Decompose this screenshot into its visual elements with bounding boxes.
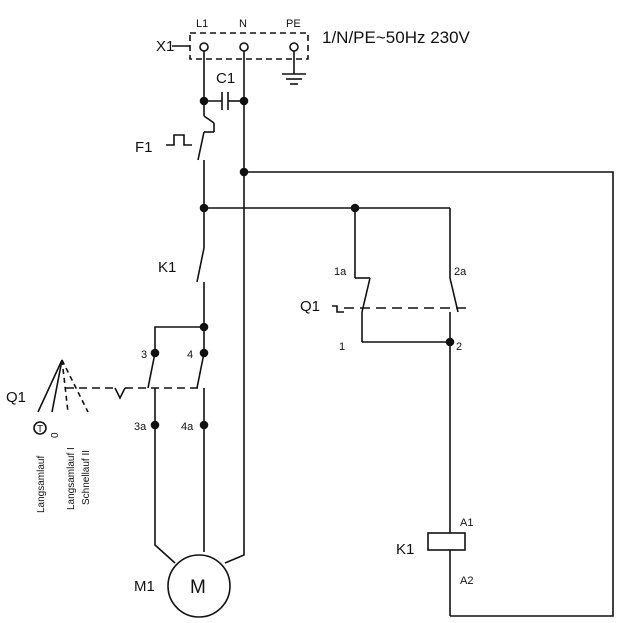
terminal-pe-label: PE [286, 18, 301, 30]
motor-leads [154, 425, 205, 564]
selector-position-t: T Langsamlauf [33, 421, 47, 513]
contact-3a-label: 3a [134, 421, 147, 433]
contactor-k1-coil [427, 342, 466, 616]
selector-q1-actuator [37, 359, 200, 413]
coil-a2-label: A2 [460, 575, 473, 587]
motor-m1 [167, 554, 231, 618]
contactor-k1-contact [196, 208, 205, 327]
capacitor-c1-label: C1 [216, 70, 235, 87]
selector-position-t-label: Langsamlauf [36, 456, 47, 513]
terminal-4 [199, 348, 209, 358]
motor-m1-label: M1 [134, 578, 155, 595]
selector-position-t-symbol: T [37, 424, 43, 435]
l1-wire [197, 51, 215, 208]
terminal-n-label: N [239, 18, 247, 30]
junction-k1-out [199, 322, 209, 332]
motor-symbol-label: M [190, 577, 206, 598]
switch-q1-label: Q1 [300, 298, 320, 315]
contact-2-label: 2 [456, 341, 462, 353]
selector-position-1-label: Langsamlauf I [66, 447, 77, 510]
contact-4a-label: 4a [181, 421, 194, 433]
terminal-x1-label: X1 [156, 38, 174, 55]
coil-k1-label: K1 [396, 541, 414, 558]
thermal-trip-icon [166, 134, 192, 146]
terminal-3 [150, 348, 160, 358]
terminal-strip-x1 [172, 32, 309, 60]
selector-position-2-label: Schnellauf II [81, 450, 92, 505]
l1-bus [204, 207, 451, 278]
selector-q1-switch [332, 277, 470, 343]
breaker-f1-label: F1 [135, 139, 153, 156]
junction-l1-q1 [350, 203, 360, 213]
contactor-k1-label: K1 [158, 259, 176, 276]
selector-contact-3 [147, 352, 156, 425]
supply-label: 1/N/PE~50Hz 230V [322, 28, 471, 47]
neutral-wire [224, 51, 614, 617]
contact-2a-label: 2a [454, 266, 467, 278]
selector-contact-4 [196, 352, 205, 425]
contact-1a-label: 1a [334, 266, 347, 278]
selector-position-0-label: 0 [50, 432, 61, 438]
selector-q1-label: Q1 [6, 389, 26, 406]
motor-feed-split [154, 326, 205, 353]
ground-icon [282, 51, 306, 85]
contact-1-label: 1 [339, 341, 345, 353]
contact-3-label: 3 [141, 349, 147, 361]
contact-4-label: 4 [187, 349, 193, 361]
junction-n-return [239, 167, 249, 177]
capacitor-c1 [204, 92, 244, 110]
terminal-l1-label: L1 [196, 18, 208, 30]
coil-a1-label: A1 [460, 517, 473, 529]
